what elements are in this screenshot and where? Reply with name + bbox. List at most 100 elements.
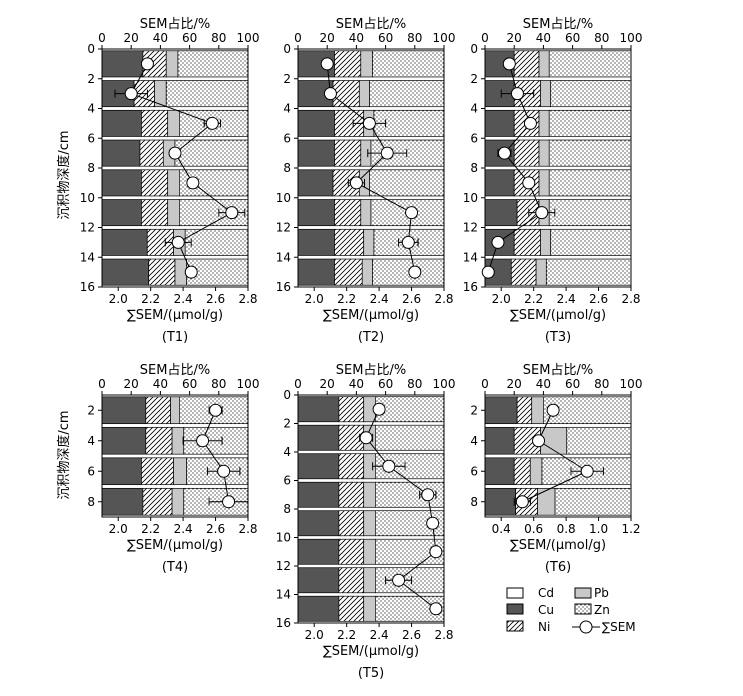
depth-tick-label: 10 — [463, 191, 478, 205]
panel-caption: (T5) — [358, 666, 384, 681]
depth-tick-label: 4 — [470, 434, 478, 448]
legend-marker-sem — [579, 620, 593, 634]
bottom-tick-label: 1.0 — [589, 522, 608, 536]
bar-segment-zn — [177, 50, 249, 78]
bar-segment-ni — [141, 199, 169, 227]
sem-point — [349, 176, 363, 190]
sem-point — [580, 464, 594, 478]
plot-frame — [484, 394, 632, 518]
bar-segment-pb — [363, 510, 376, 537]
sem-point — [497, 146, 511, 160]
bottom-axis-title: ∑SEM/(μmol/g) — [127, 308, 223, 323]
bar-segment-ni — [338, 538, 365, 565]
bar-segment-cu — [101, 169, 142, 197]
bar-segment-cu — [101, 109, 142, 137]
depth-tick-label: 14 — [463, 250, 478, 264]
legend-label-sem: ∑SEM — [602, 620, 636, 634]
depth-tick-label: 2 — [87, 403, 95, 417]
bottom-tick-label: 2.0 — [492, 292, 511, 306]
sem-point — [523, 116, 537, 130]
bottom-tick-label: 2.2 — [337, 628, 356, 642]
depth-tick-label: 8 — [283, 161, 291, 175]
bottom-tick-label: 2.2 — [141, 292, 160, 306]
legend-label-cd: Cd — [538, 586, 554, 600]
bottom-tick-label: 0.6 — [524, 522, 543, 536]
panel-caption: (T3) — [545, 330, 571, 345]
bar-segment-cu — [484, 426, 515, 455]
depth-tick-label: 0 — [283, 42, 291, 56]
bar-segment-cu — [297, 258, 335, 286]
bar-segment-zn — [372, 50, 445, 78]
legend-swatch-cd — [506, 587, 524, 599]
bar-segment-zn — [548, 139, 632, 167]
bottom-tick-label: 2.0 — [305, 628, 324, 642]
sem-point — [429, 545, 443, 559]
top-tick-label: 60 — [565, 31, 580, 45]
legend-item-sem: ∑SEM — [572, 620, 636, 634]
top-tick-label: 100 — [237, 31, 260, 45]
bottom-tick-label: 2.8 — [434, 628, 453, 642]
bar-segment-ni — [332, 80, 360, 108]
bar-segment-cu — [101, 396, 147, 425]
depth-tick-label: 2 — [283, 417, 291, 431]
legend-swatch-ni — [506, 620, 524, 632]
bar-segment-pb — [361, 258, 373, 286]
depth-tick-label: 0 — [87, 42, 95, 56]
bottom-tick-label: 2.2 — [524, 292, 543, 306]
bottom-tick-label: 0.8 — [557, 522, 576, 536]
top-axis-title: SEM占比/% — [140, 17, 210, 32]
sem-line — [522, 410, 589, 503]
bottom-tick-label: 1.2 — [621, 522, 640, 536]
bar-segment-ni — [141, 169, 169, 197]
bar-segment-cu — [484, 109, 515, 137]
bottom-tick-label: 2.4 — [370, 628, 389, 642]
bottom-tick-label: 0.4 — [492, 522, 511, 536]
bar-segment-pb — [167, 169, 180, 197]
sem-point — [380, 146, 394, 160]
bottom-tick-label: 2.4 — [557, 292, 576, 306]
bar-segment-zn — [550, 228, 632, 256]
sem-point — [408, 265, 422, 279]
top-tick-label: 80 — [407, 31, 422, 45]
top-tick-label: 60 — [182, 31, 197, 45]
sem-line — [130, 63, 233, 273]
sem-point — [401, 235, 415, 249]
sem-point — [535, 206, 549, 220]
sem-point — [426, 516, 440, 530]
bar-segment-zn — [375, 396, 445, 423]
top-tick-label: 40 — [536, 31, 551, 45]
bar-segment-ni — [513, 50, 540, 78]
panel-caption: (T6) — [545, 560, 571, 575]
bar-segment-ni — [141, 457, 174, 486]
depth-tick-label: 6 — [87, 131, 95, 145]
bar-segment-cu — [297, 595, 340, 622]
sem-point — [382, 459, 396, 473]
sem-point — [222, 495, 236, 509]
panel-caption: (T4) — [162, 560, 188, 575]
depth-tick-label: 6 — [470, 131, 478, 145]
top-tick-label: 20 — [320, 31, 335, 45]
depth-tick-label: 10 — [276, 531, 291, 545]
top-tick-label: 20 — [507, 31, 522, 45]
top-tick-label: 80 — [407, 377, 422, 391]
bar-segment-pb — [363, 538, 376, 565]
depth-tick-label: 14 — [276, 250, 291, 264]
plot-frame — [101, 394, 249, 518]
depth-tick-label: 2 — [470, 72, 478, 86]
bar-segment-pb — [171, 426, 185, 455]
bar-segment-ni — [338, 481, 365, 508]
bar-segment-zn — [184, 228, 249, 256]
bar-segment-pb — [538, 139, 550, 167]
depth-tick-label: 2 — [470, 403, 478, 417]
bottom-tick-label: 2.8 — [238, 292, 257, 306]
depth-tick-label: 14 — [276, 588, 291, 602]
bar-segment-ni — [338, 595, 365, 622]
sem-point — [320, 57, 334, 71]
bottom-tick-label: 2.2 — [141, 522, 160, 536]
bar-segment-pb — [173, 457, 188, 486]
sem-line — [202, 410, 230, 502]
bar-segment-cu — [297, 424, 340, 451]
